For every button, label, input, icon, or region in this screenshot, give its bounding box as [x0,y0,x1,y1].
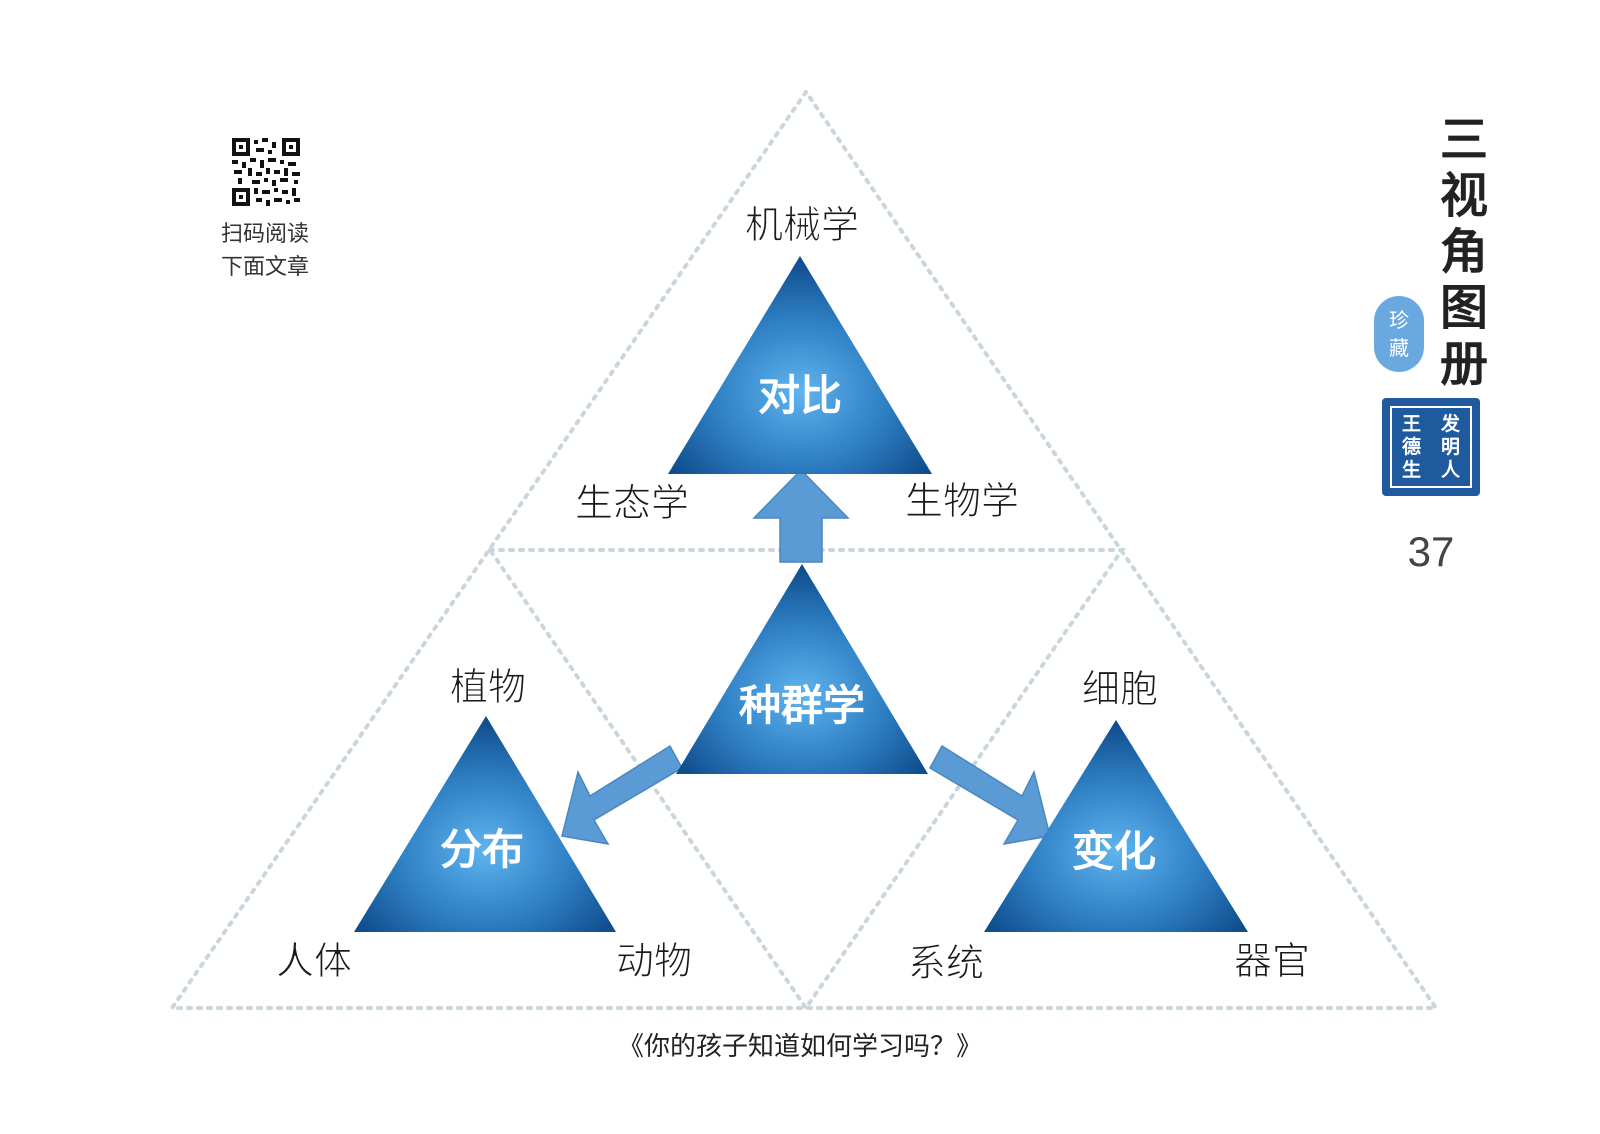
side-title: 三 视 角 图 册 [1432,112,1496,392]
left-right-label: 动物 [616,939,692,983]
triangle-left-label: 分布 [440,825,524,874]
stamp-char: 人 [1440,458,1460,481]
side-title-char: 册 [1439,336,1488,392]
qr-caption-line1: 扫码阅读 [220,222,309,247]
arrow-up [752,468,850,563]
stamp-char: 德 [1401,435,1421,458]
page-number: 37 [1407,528,1455,575]
right-apex-label: 细胞 [1082,667,1158,711]
stamp-char: 生 [1401,458,1421,481]
stamp-char: 明 [1440,435,1460,458]
side-title-char: 三 [1439,112,1488,168]
stamp-column-left: 王 德 生 [1402,413,1421,482]
left-apex-label: 植物 [450,665,526,709]
arrow-down-left [561,744,684,846]
triangle-left [354,716,616,932]
top-apex-label: 机械学 [745,203,859,247]
arrow-down-right [928,744,1051,846]
side-title-char: 图 [1439,280,1488,336]
triangle-top-label: 对比 [758,371,842,420]
badge-line2: 藏 [1389,336,1409,360]
top-left-label: 生态学 [575,481,689,525]
stamp-char: 发 [1440,412,1460,435]
collection-badge: 珍 藏 [1374,296,1424,372]
triangle-middle-label: 种群学 [739,681,865,730]
book-title: 《你的孩子知道如何学习吗？》 [617,1032,982,1062]
top-right-label: 生物学 [905,479,1019,523]
qr-code-icon[interactable] [232,138,300,206]
side-title-char: 视 [1439,168,1488,224]
stamp-column-right: 发 明 人 [1441,413,1460,482]
triangle-middle [676,564,928,774]
side-title-char: 角 [1439,224,1488,280]
right-left-label: 系统 [908,941,984,985]
badge-line1: 珍 [1389,308,1409,332]
triangle-right-label: 变化 [1072,827,1156,876]
inventor-stamp: 发 明 人 王 德 生 [1382,398,1480,496]
stamp-char: 王 [1401,412,1421,435]
left-left-label: 人体 [276,939,352,983]
qr-caption: 扫码阅读 下面文章 [205,218,325,284]
triangle-right [984,720,1248,932]
qr-caption-line2: 下面文章 [220,255,309,280]
triangle-top [668,256,932,474]
right-right-label: 器官 [1234,939,1310,983]
